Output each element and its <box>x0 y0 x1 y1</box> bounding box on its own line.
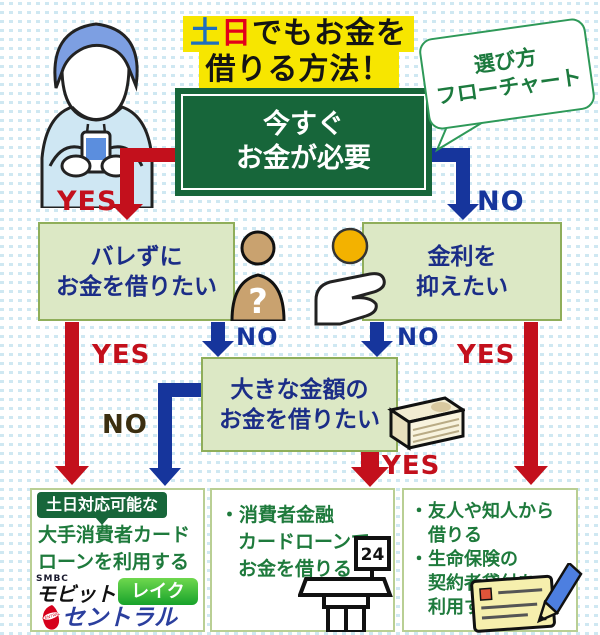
outcome-consumer-finance-box: ・消費者金融 カードローンで お金を借りる <box>210 488 395 632</box>
question-large-amount-box: 大きな金額の お金を借りたい <box>201 357 398 452</box>
smbc-logo-text: SMBC <box>36 574 69 584</box>
question-low-interest-box: 金利を 抑えたい <box>362 222 562 321</box>
central-logo: CENTRAL セントラル <box>40 604 177 632</box>
outcome-middle-line-3: お金を借りる <box>238 558 353 580</box>
outcome-left-line-2: ローンを利用する <box>38 551 190 573</box>
outcome-middle-line-1: ・消費者金融 <box>220 504 335 526</box>
outcome-right-line-4: 契約者貸付を <box>428 573 536 594</box>
weekend-available-badge: 土日対応可能な <box>37 492 168 525</box>
question-large-amount-line-2: お金を借りたい <box>219 406 380 433</box>
label-yes-right-long: YES <box>457 340 516 370</box>
outcome-right-line-1: ・友人や知人から <box>410 501 554 522</box>
outcome-right-line-5: 利用する <box>428 597 500 618</box>
outcome-right-line-2: 借りる <box>428 525 482 546</box>
outcome-friends-insurance-box: ・友人や知人から 借りる ・生命保険の 契約者貸付を 利用する <box>402 488 578 632</box>
smbc-mobit-logo: SMBC モビット <box>36 574 116 604</box>
mobit-logo-text: モビット <box>36 582 116 606</box>
central-logo-text: セントラル <box>62 605 177 631</box>
label-no-left-to-mid: NO <box>236 323 279 351</box>
outcome-major-card-loan-box: 土日対応可能な 大手消費者カード ローンを利用する SMBC モビット レイク … <box>30 488 205 632</box>
root-question-box: 今すぐ お金が必要 <box>175 88 432 196</box>
question-borrow-secretly-line-2: お金を借りたい <box>56 273 217 300</box>
page-title: 土日でもお金を 借りる方法！ <box>183 16 414 88</box>
outcome-left-line-1: 大手消費者カード <box>38 524 191 546</box>
outcome-left-text: 大手消費者カード ローンを利用する <box>38 522 190 576</box>
question-low-interest-line-2: 抑えたい <box>416 273 508 300</box>
central-logo-mark: CENTRAL <box>42 605 62 630</box>
outcome-middle-text: ・消費者金融 カードローンで お金を借りる <box>220 502 370 583</box>
label-no-right-to-mid: NO <box>397 323 440 351</box>
label-no-mid-to-left: NO <box>102 410 148 440</box>
question-large-amount-line-1: 大きな金額の <box>230 376 369 403</box>
svg-text:?: ? <box>248 282 268 321</box>
root-question-line-1: 今すぐ <box>263 109 344 140</box>
title-line-1: 土日でもお金を <box>183 16 414 52</box>
label-yes-left-long: YES <box>92 340 151 370</box>
question-low-interest-line-1: 金利を <box>427 243 497 270</box>
label-no-root-right: NO <box>477 186 525 217</box>
lake-logo: レイク <box>118 578 198 605</box>
question-borrow-secretly-line-1: バレずに <box>90 243 183 270</box>
label-yes-root-left: YES <box>57 186 118 217</box>
question-borrow-secretly-box: バレずに お金を借りたい <box>38 222 235 321</box>
outcome-right-text: ・友人や知人から 借りる ・生命保険の 契約者貸付を 利用する <box>410 500 554 620</box>
title-line-2: 借りる方法！ <box>198 52 399 88</box>
outcome-right-line-3: ・生命保険の <box>410 549 518 570</box>
person-using-smartphone-illustration <box>40 22 154 208</box>
root-question-line-2: お金が必要 <box>236 143 371 174</box>
outcome-middle-line-2: カードローンで <box>238 531 371 553</box>
anonymous-person-question-icon: ? <box>230 230 286 321</box>
speech-bubble: 選び方 フローチャート <box>417 16 597 132</box>
central-mark-text: CENTRAL <box>42 611 62 622</box>
label-yes-mid-down: YES <box>382 451 441 481</box>
